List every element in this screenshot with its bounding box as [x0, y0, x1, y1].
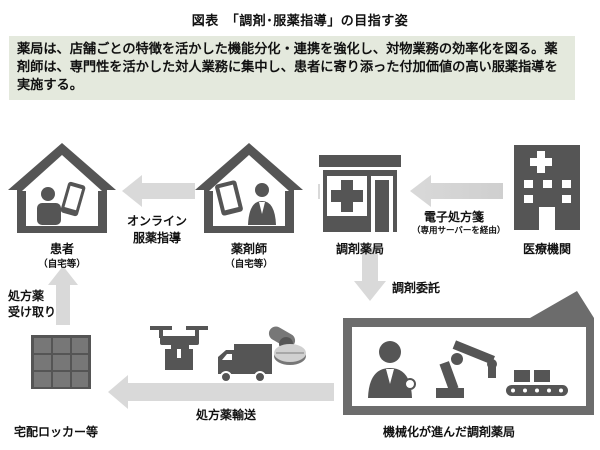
- house-person-smartphone-icon: [8, 143, 116, 233]
- online-label-line2: 服薬指導: [132, 231, 181, 245]
- medical-institution-label: 医療機関: [522, 242, 571, 256]
- pharmacy-cross-building-icon: [319, 155, 401, 232]
- arrow-transport: [108, 375, 334, 409]
- pickup-label-line2: 受け取り: [8, 305, 57, 319]
- delivery-locker-icon: [31, 335, 91, 389]
- arrow-pickup: [48, 266, 78, 325]
- arrow-outsourcing: [354, 247, 386, 301]
- online-label-line1: オンライン: [126, 214, 187, 228]
- arrow-eprescription: [410, 175, 503, 207]
- locker-label: 宅配ロッカー等: [14, 425, 99, 439]
- house-pharmacist-tablet-icon: [195, 143, 303, 233]
- patient-sub-label: （自宅等）: [38, 259, 86, 270]
- automated-factory-robot-conveyor-icon: [343, 291, 594, 415]
- dispensing-pharmacy-label: 調剤薬局: [335, 242, 384, 256]
- hospital-building-icon: [514, 145, 580, 230]
- automated-pharmacy-label: 機械化が進んだ調剤薬局: [383, 425, 516, 439]
- transport-label: 処方薬輸送: [196, 408, 257, 422]
- patient-label: 患者: [49, 242, 74, 256]
- summary-box: 薬局は、店舗ごとの特徴を活かした機能分化・連携を強化し、対物業務の効率化を図る。…: [9, 36, 575, 100]
- eprescription-label: 電子処方箋: [424, 210, 485, 224]
- arrow-online: [122, 175, 195, 207]
- eprescription-sub-label: （専用サーバーを経由）: [412, 226, 506, 236]
- pickup-label-line1: 処方薬: [8, 289, 45, 303]
- drone-truck-pills-icon: [150, 326, 306, 383]
- arrow-pharmacy-to-pharmacist: [318, 184, 320, 199]
- pharmacist-sub-label: （自宅等）: [225, 259, 273, 270]
- pharmacist-label: 薬剤師: [230, 242, 267, 256]
- outsourcing-label: 調剤委託: [392, 281, 441, 295]
- figure-title: 図表 「調剤･服薬指導」の目指す姿: [191, 14, 409, 29]
